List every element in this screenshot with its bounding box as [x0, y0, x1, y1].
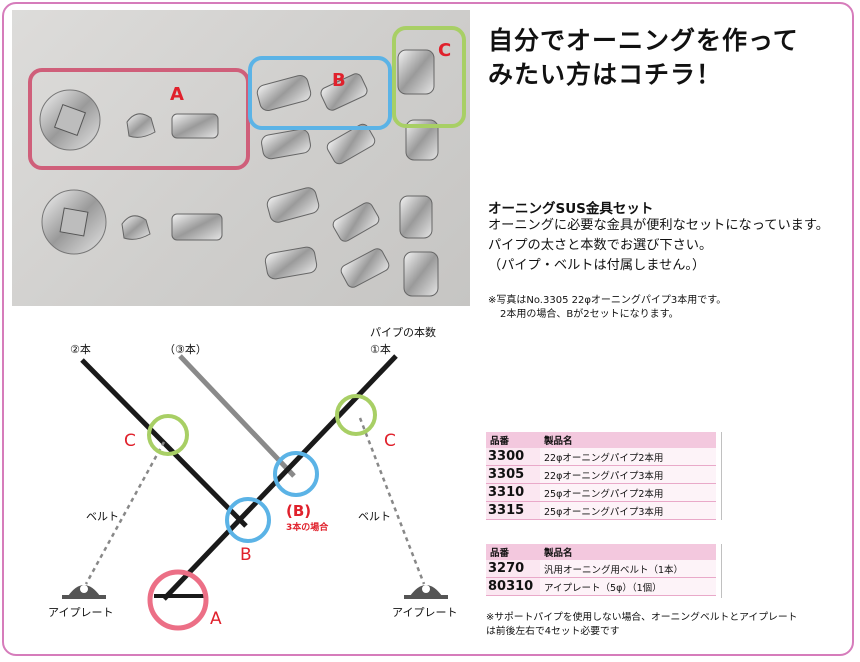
pipe-count-3: （③本） — [164, 342, 207, 356]
table1-code-1: 3305 — [486, 465, 540, 484]
pipe-count-1: ①本 — [370, 342, 391, 356]
label-belt-left: ベルト — [86, 510, 119, 523]
circle-c-right — [335, 394, 377, 436]
product-table-accessories: 品番 製品名 3270 汎用オーニング用ベルト（1本） 80310 アイプレート… — [486, 544, 716, 596]
table-row: 3315 25φオーニングパイプ3本用 — [486, 501, 716, 520]
eye-plate-right-icon — [404, 585, 448, 599]
table2-head-name: 製品名 — [540, 544, 716, 560]
product-photo: A B C — [12, 10, 470, 306]
label-b-paren: (B) — [286, 502, 311, 520]
photo-note-line-1: ※写真はNo.3305 22φオーニングパイプ3本用です。 — [488, 295, 727, 306]
table1-name-2: 25φオーニングパイプ2本用 — [540, 483, 716, 502]
table1-name-3: 25φオーニングパイプ3本用 — [540, 501, 716, 520]
table-row: 3305 22φオーニングパイプ3本用 — [486, 465, 716, 484]
photo-label-c: C — [438, 40, 451, 61]
bottom-note: ※サポートパイプを使用しない場合、オーニングベルトとアイプレート は前後左右で4… — [486, 611, 851, 639]
circle-b-paren — [273, 451, 319, 497]
table2-code-0: 3270 — [486, 560, 540, 578]
table-row: 3300 22φオーニングパイプ2本用 — [486, 448, 716, 466]
circle-c-left — [147, 414, 189, 456]
photo-box-a — [28, 68, 250, 170]
label-c-right: C — [384, 431, 396, 451]
pipe-joint-2 — [264, 187, 390, 288]
table1-head-code: 品番 — [486, 432, 540, 448]
photo-label-a: A — [170, 84, 184, 105]
hardware-illustration: A B C — [28, 26, 466, 297]
label-belt-right: ベルト — [358, 510, 391, 523]
headline: 自分でオーニングを作って みたい方はコチラ！ — [488, 24, 848, 92]
bottom-note-line-1: ※サポートパイプを使用しない場合、オーニングベルトとアイプレート — [486, 612, 798, 623]
label-c-left: C — [124, 431, 136, 451]
label-a: A — [210, 609, 222, 629]
eye-plate-2 — [41, 189, 107, 255]
table2-name-0: 汎用オーニング用ベルト（1本） — [540, 560, 716, 578]
belt-right-line — [358, 417, 426, 585]
pipe-end-2 — [121, 213, 223, 241]
photo-note-line-2: 2本用の場合、Bが2セットになります。 — [500, 309, 679, 320]
table2-divider — [721, 544, 722, 598]
table2-code-1: 80310 — [486, 577, 540, 596]
table1-head-name: 製品名 — [540, 432, 716, 448]
table-row: 80310 アイプレート（5φ）（1個） — [486, 577, 716, 596]
pipe-count-2: ②本 — [70, 342, 91, 356]
set-desc-line-3: （パイプ・ベルトは付属しません。） — [488, 258, 706, 273]
bottom-note-line-2: は前後左右で4セット必要です — [486, 626, 620, 637]
circle-b — [225, 497, 271, 543]
table-row: 3310 25φオーニングパイプ2本用 — [486, 483, 716, 502]
photo-note: ※写真はNo.3305 22φオーニングパイプ3本用です。 2本用の場合、Bが2… — [488, 294, 852, 322]
set-desc-line-2: パイプの太さと本数でお選び下さい。 — [488, 238, 713, 253]
photo-box-c — [392, 26, 466, 128]
table-row: 3270 汎用オーニング用ベルト（1本） — [486, 560, 716, 578]
product-table-pipe-sets: 品番 製品名 3300 22φオーニングパイプ2本用 3305 22φオーニング… — [486, 432, 716, 520]
table1-divider — [721, 432, 722, 520]
photo-box-b — [248, 56, 392, 130]
set-desc-line-1: オーニングに必要な金具が便利なセットになっています。 — [488, 218, 829, 233]
eye-plate-1 — [39, 89, 101, 151]
page-frame: A B C 自分でオーニングを作って みたい方はコチラ！ オーニングSUS金具セ… — [2, 2, 854, 656]
table2-head-code: 品番 — [486, 544, 540, 560]
eye-plate-left-icon — [62, 585, 106, 599]
headline-line-1: 自分でオーニングを作って — [488, 26, 799, 55]
table1-code-3: 3315 — [486, 501, 540, 520]
label-b-note: 3本の場合 — [286, 521, 329, 533]
label-plate-right: アイプレート — [392, 606, 457, 619]
table1-code-0: 3300 — [486, 448, 540, 466]
assembly-diagram: パイプの本数 ①本 ②本 （③本） C C (B) 3本の場合 B A ベルト … — [48, 325, 457, 631]
pipe-joint-1 — [256, 73, 376, 165]
belt-left-line — [84, 441, 166, 585]
pipe-clamp-1 — [397, 49, 439, 161]
table2-name-1: アイプレート（5φ）（1個） — [540, 577, 716, 596]
set-title: オーニングSUS金具セット — [488, 201, 654, 217]
photo-label-b: B — [332, 70, 346, 91]
headline-line-2: みたい方はコチラ！ — [488, 60, 723, 89]
pipe-end-1 — [126, 113, 219, 139]
label-plate-left: アイプレート — [48, 606, 113, 619]
table1-name-0: 22φオーニングパイプ2本用 — [540, 448, 716, 466]
pipe-3 — [178, 354, 296, 478]
pipe-clamp-2 — [399, 195, 439, 297]
circle-a — [147, 569, 209, 631]
table1-name-1: 22φオーニングパイプ3本用 — [540, 465, 716, 484]
pipe-count-title: パイプの本数 — [370, 325, 436, 339]
set-description: オーニングに必要な金具が便利なセットになっています。 パイプの太さと本数でお選び… — [488, 216, 852, 276]
label-b: B — [240, 545, 252, 565]
table1-code-2: 3310 — [486, 483, 540, 502]
